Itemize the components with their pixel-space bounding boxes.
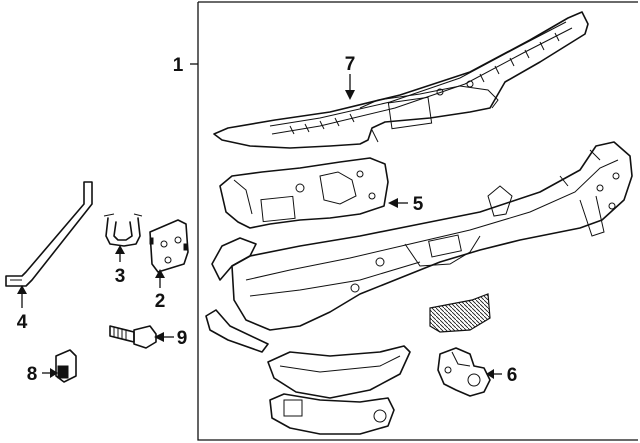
assembly-frame bbox=[197, 2, 638, 441]
bumper-face-bar bbox=[231, 141, 633, 331]
support-strap bbox=[5, 181, 93, 287]
callout-7: 7 bbox=[345, 54, 356, 75]
callout-5: 5 bbox=[413, 194, 424, 215]
lower-valance bbox=[267, 345, 411, 399]
callout-6: 6 bbox=[507, 365, 518, 386]
step-pad-ribs bbox=[289, 32, 560, 135]
callout-2: 2 bbox=[155, 291, 166, 312]
bumper-bracket bbox=[219, 157, 389, 229]
bumper-end-trim bbox=[205, 237, 269, 353]
bolt bbox=[109, 325, 157, 349]
mounting-plate bbox=[149, 219, 189, 273]
callout-9: 9 bbox=[177, 328, 188, 349]
callout-3: 3 bbox=[115, 266, 126, 287]
hitch-bracket bbox=[437, 347, 491, 397]
step-insert bbox=[429, 293, 491, 333]
lower-reinforcement bbox=[269, 393, 395, 435]
callout-8: 8 bbox=[27, 364, 38, 385]
plug-clip bbox=[55, 349, 77, 383]
callout-4: 4 bbox=[17, 312, 28, 333]
u-bolt bbox=[103, 213, 143, 247]
step-pad bbox=[213, 11, 589, 149]
callout-1: 1 bbox=[173, 55, 184, 76]
leader-lines bbox=[17, 63, 502, 379]
